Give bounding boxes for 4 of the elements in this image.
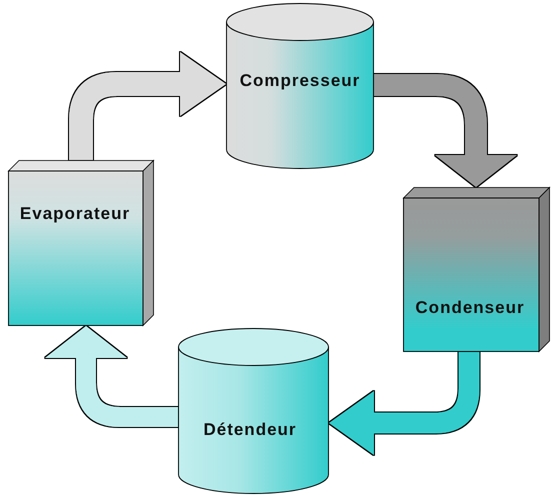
node-label: Détendeur <box>203 420 297 440</box>
node-label: Evaporateur <box>20 204 130 224</box>
node-label: Condenseur <box>415 298 525 318</box>
node-label: Compresseur <box>240 71 360 91</box>
